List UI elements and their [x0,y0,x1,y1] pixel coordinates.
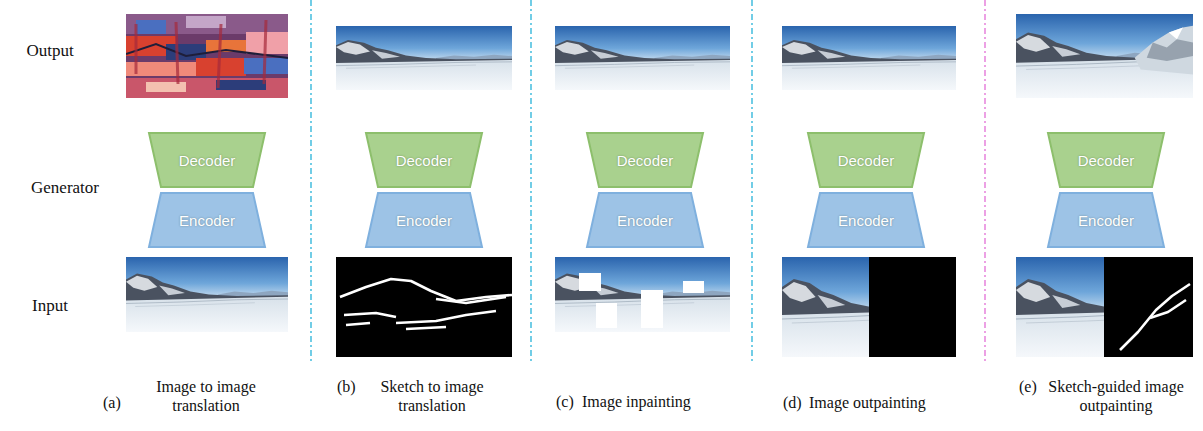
trapezoid-shape [808,193,924,247]
landscape-image [1016,257,1193,357]
row-label: Output [5,41,95,60]
block-label: Decoder [838,152,895,169]
landscape-image [555,257,730,332]
block-label: Decoder [617,152,674,169]
subfigure-caption: Sketch to image translation [357,377,507,415]
block-label: Decoder [396,152,453,169]
encoder-block: Encoder [586,192,704,248]
trapezoid-shape [808,133,924,187]
trapezoid-shape [149,133,265,187]
encoder-block: Encoder [1047,192,1165,248]
row-label: Input [5,296,95,315]
extended-landscape-image [1016,14,1193,98]
encoder-block: Encoder [365,192,483,248]
decoder-block: Decoder [148,132,266,188]
encoder-block: Encoder [807,192,925,248]
trapezoid-shape [1048,133,1164,187]
landscape-image [782,257,956,357]
decoder-block: Decoder [586,132,704,188]
stylized-image [126,14,288,98]
mask-hole [683,281,704,293]
subfigure-caption: (d) [783,393,802,412]
column-dividers [311,0,985,362]
divider-line [984,0,985,362]
decoder-block: Decoder [365,132,483,188]
trapezoid-shape [587,133,703,187]
inpainting-holes [579,273,704,328]
landscape-image [555,26,730,90]
trapezoid-shape [366,193,482,247]
block-label: Decoder [179,152,236,169]
subfigure-caption: (e) [1019,377,1037,396]
subfigure-caption: (c) [556,392,574,411]
mask-hole [579,273,601,291]
row-label: Generator [10,178,120,197]
landscape-image [336,26,512,90]
sketch-stroke [1150,300,1186,318]
divider-line [310,0,311,362]
outpaint-mask [869,257,956,357]
subfigure-caption: Image to image translation [139,377,274,415]
trapezoid-shape [366,133,482,187]
input-images [126,257,1193,357]
trapezoid-shape [1048,193,1164,247]
mask-hole [596,303,617,328]
subfigure-caption: (a) [103,393,121,412]
sketch-stroke [1120,284,1190,350]
decoder-block: Decoder [1047,132,1165,188]
block-label: Encoder [617,212,673,229]
sketch-image [336,257,512,357]
subfigure-caption: Image inpainting [582,392,691,411]
decoder-block: Decoder [807,132,925,188]
divider-line [530,0,531,362]
encoder-block: Encoder [148,192,266,248]
block-label: Encoder [1078,212,1134,229]
block-label: Encoder [396,212,452,229]
landscape-image [782,26,956,90]
trapezoid-shape [587,193,703,247]
trapezoid-shape [149,193,265,247]
guide-sketch [1120,284,1190,350]
mask-hole [641,290,663,328]
subfigure-caption: Image outpainting [809,393,926,412]
outpaint-mask [1104,257,1193,357]
block-label: Encoder [838,212,894,229]
subfigure-caption: (b) [337,377,356,396]
divider-line [751,0,752,362]
landscape-image [126,257,288,332]
subfigure-caption: Sketch-guided image outpainting [1041,377,1191,415]
block-label: Encoder [179,212,235,229]
block-label: Decoder [1078,152,1135,169]
output-images [126,14,1193,98]
